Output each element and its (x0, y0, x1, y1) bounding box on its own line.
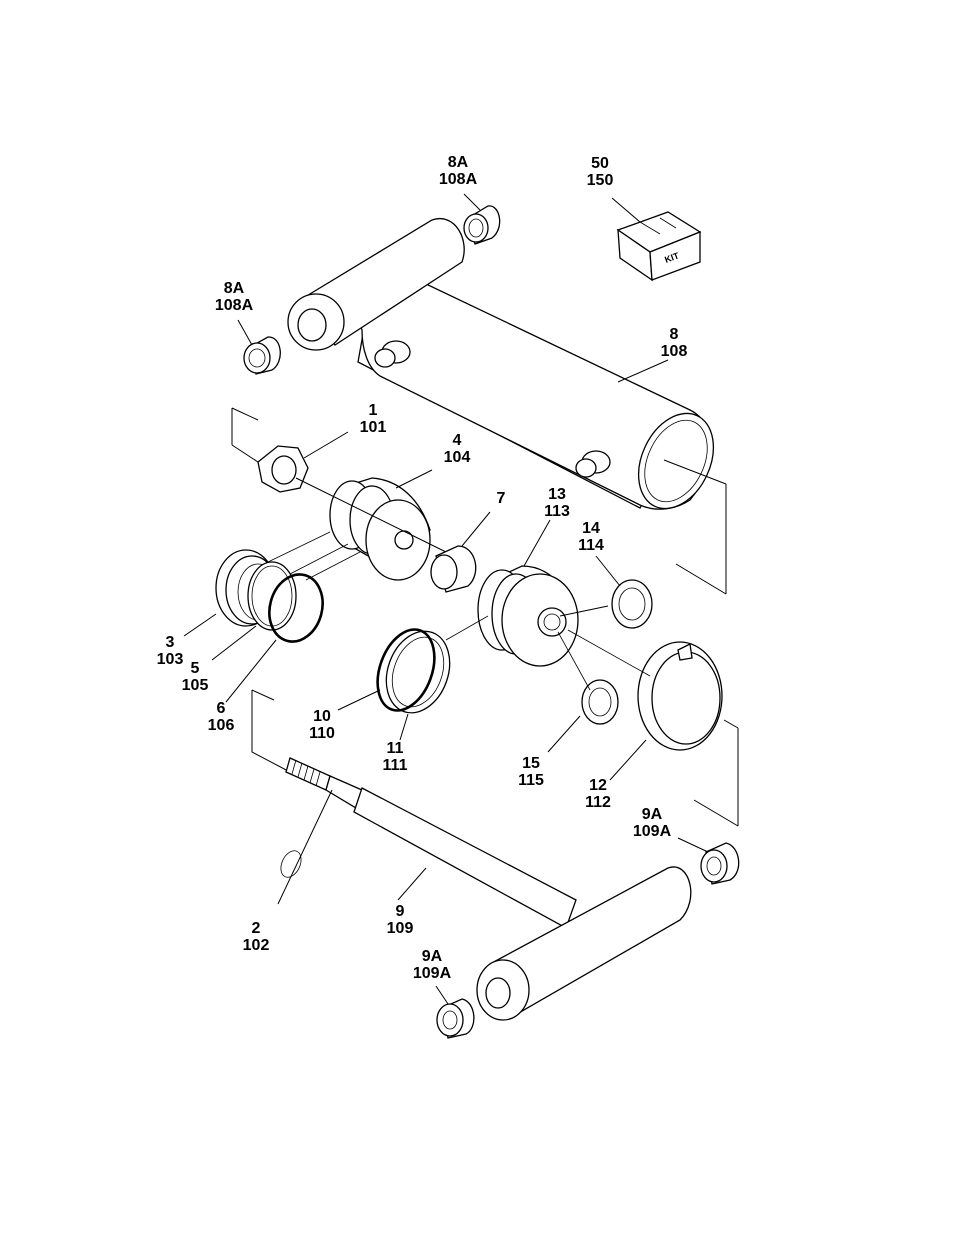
callout-8a-left: 8A 108A (215, 280, 253, 314)
callout-8a-top: 8A 108A (439, 154, 477, 188)
item-number: 12 (589, 777, 607, 794)
callout-1: 1 101 (360, 402, 387, 436)
spacer-7 (430, 511, 491, 593)
callout-7: 7 (497, 490, 506, 507)
callout-9: 9 109 (387, 903, 414, 937)
kit-box: KIT (611, 197, 702, 282)
callout-9a-right: 9A 109A (633, 806, 671, 840)
callout-4: 4 104 (444, 432, 471, 466)
part-number: 102 (242, 937, 270, 954)
part-number: 114 (578, 537, 604, 554)
callout-6: 6 106 (208, 700, 235, 734)
seal-15 (547, 631, 619, 753)
callout-14: 14 114 (578, 520, 604, 554)
part-number: 104 (443, 449, 471, 466)
item-number: 8 (669, 326, 679, 343)
item-number: 50 (591, 155, 609, 172)
item-number: 3 (165, 634, 175, 651)
bushing-9a-bottom (435, 985, 475, 1039)
part-number: 105 (181, 677, 209, 694)
part-number: 108A (214, 297, 254, 314)
callout-3: 3 103 (157, 634, 184, 668)
item-number: 5 (190, 660, 200, 677)
retaining-nut-12 (567, 629, 723, 781)
item-number: 10 (313, 708, 331, 725)
item-number: 9A (421, 948, 443, 965)
callout-10: 10 110 (309, 708, 335, 742)
item-number: 11 (386, 740, 404, 757)
o-ring-6 (225, 573, 324, 703)
cylinder-barrel (287, 217, 715, 510)
callout-13: 13 113 (544, 486, 570, 520)
bushing-8a-top (463, 193, 501, 245)
part-number: 110 (309, 725, 335, 742)
nut (231, 407, 349, 493)
item-number: 6 (216, 700, 226, 717)
part-number: 112 (585, 794, 611, 811)
part-number: 150 (586, 172, 614, 189)
item-number: 9 (395, 903, 405, 920)
callout-11: 11 111 (383, 740, 408, 774)
part-number: 103 (156, 651, 184, 668)
part-number: 109 (386, 920, 414, 937)
item-number: 9A (641, 806, 663, 823)
bushing-9a-right (677, 837, 740, 885)
item-number: 13 (548, 486, 566, 503)
callout-5: 5 105 (182, 660, 209, 694)
item-number: 1 (368, 402, 378, 419)
callout-2: 2 102 (243, 920, 270, 954)
part-number: 101 (359, 419, 387, 436)
callout-8: 8 108 (661, 326, 688, 360)
callout-9a-bottom: 9A 109A (413, 948, 451, 982)
part-number: 108 (660, 343, 688, 360)
callout-12: 12 112 (585, 777, 611, 811)
part-number: 108A (438, 171, 478, 188)
item-number: 8A (447, 154, 469, 171)
part-number: 111 (382, 757, 408, 774)
o-ring-10 (337, 628, 436, 712)
callout-50: 50 150 (587, 155, 614, 189)
o-ring-2 (280, 850, 302, 878)
piston-rod (251, 689, 692, 1021)
part-number: 109A (632, 823, 672, 840)
bushing-8a-left (237, 319, 281, 375)
part-number: 109A (412, 965, 452, 982)
part-number: 115 (518, 772, 544, 789)
part-number: 113 (544, 503, 570, 520)
seal-14 (595, 555, 653, 629)
item-number: 15 (522, 755, 540, 772)
part-number: 106 (207, 717, 235, 734)
item-number: 4 (452, 432, 462, 449)
item-number: 7 (496, 490, 506, 507)
kit-box-label: KIT (663, 250, 681, 265)
head-gland (295, 469, 451, 581)
item-number: 8A (223, 280, 245, 297)
piston (477, 519, 609, 667)
item-number: 14 (582, 520, 600, 537)
item-number: 2 (251, 920, 261, 937)
callout-15: 15 115 (518, 755, 544, 789)
